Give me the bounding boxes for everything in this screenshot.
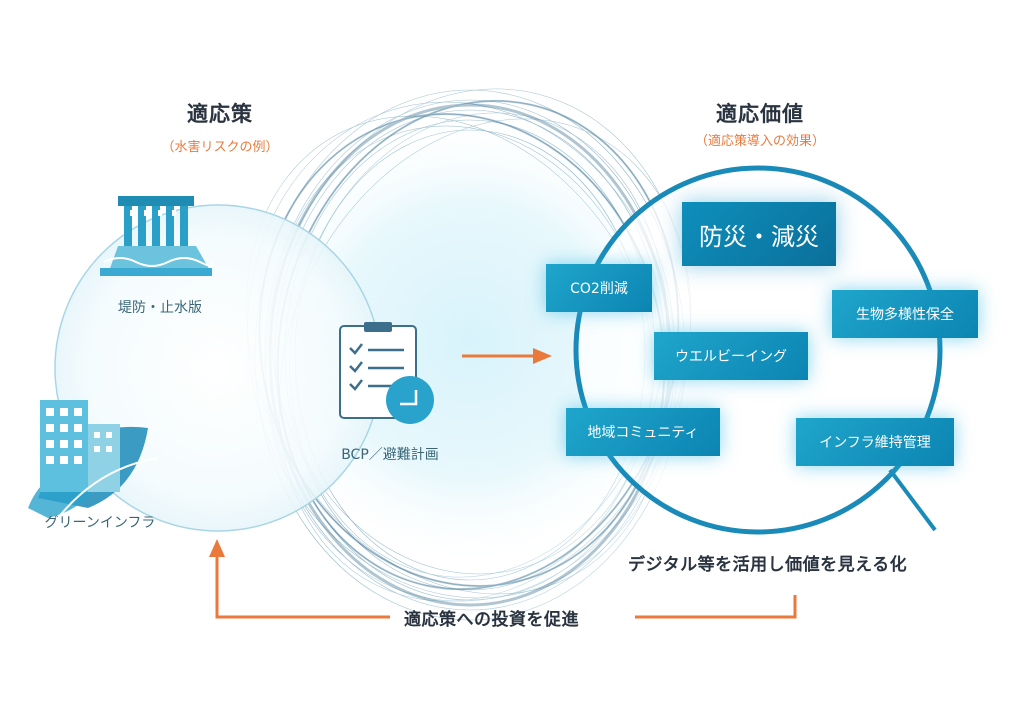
value-infrastructure-maintenance: インフラ維持管理 <box>796 418 954 466</box>
visualize-caption: デジタル等を活用し価値を見える化 <box>628 555 908 575</box>
value-co2-reduction: CO2削減 <box>546 264 652 312</box>
green-infrastructure-label: グリーンインフラ <box>44 515 156 531</box>
value-wellbeing: ウエルビーイング <box>654 332 808 380</box>
clipboard-checklist-icon <box>339 322 434 424</box>
value-biodiversity: 生物多様性保全 <box>832 290 978 338</box>
embankment-label: 堤防・止水版 <box>118 300 202 316</box>
left-title: 適応策 <box>187 102 253 126</box>
arrow-right-icon <box>462 348 552 364</box>
bcp-label: BCP／避難計画 <box>341 447 439 463</box>
arrow-up-icon <box>209 539 225 557</box>
green-building-icon <box>28 400 159 519</box>
value-disaster-prevention: 防災・減災 <box>682 202 836 266</box>
dam-icon <box>100 196 214 276</box>
value-community: 地域コミュニティ <box>566 408 720 456</box>
investment-caption: 適応策への投資を促進 <box>404 610 579 630</box>
right-subtitle: （適応策導入の効果） <box>694 134 825 149</box>
left-subtitle: （水害リスクの例） <box>161 140 279 155</box>
feedback-loop-arrow <box>215 555 797 619</box>
right-circle-pointer <box>888 468 937 532</box>
right-title: 適応価値 <box>716 102 804 126</box>
